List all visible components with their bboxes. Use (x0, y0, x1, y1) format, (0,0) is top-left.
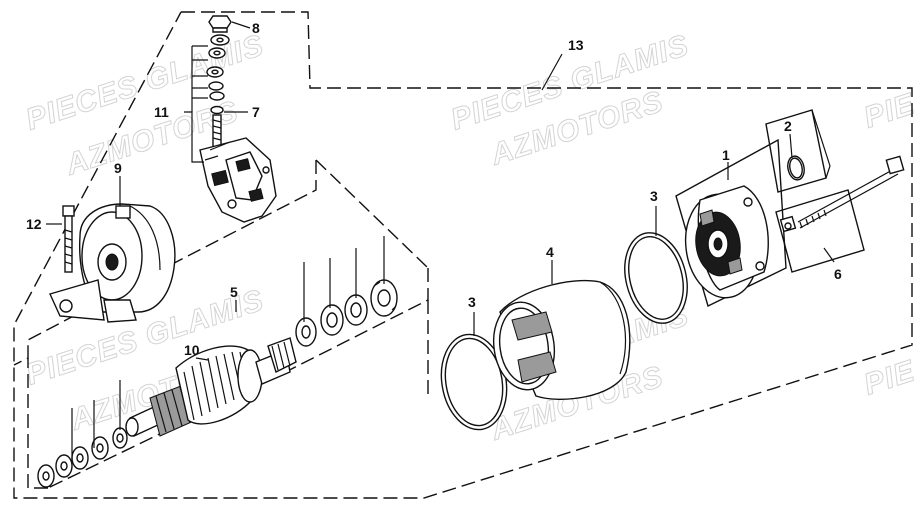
callout-labels: 1 2 3 3 4 5 6 7 8 9 10 11 12 13 (26, 20, 842, 358)
callout-4: 4 (546, 244, 554, 260)
callout-10: 10 (184, 342, 200, 358)
assembly-outline (13, 11, 913, 499)
front-cover-icon (49, 203, 176, 323)
washer-stack-icon (37, 427, 128, 488)
callout-13: 13 (568, 37, 584, 53)
callout-8: 8 (252, 20, 260, 36)
yoke-housing-icon (492, 279, 631, 400)
watermark-text: PIE (860, 87, 917, 134)
o-ring-small-icon (787, 155, 805, 181)
callout-6: 6 (834, 266, 842, 282)
o-ring-small-group-outline (765, 109, 831, 193)
callout-2: 2 (784, 118, 792, 134)
callout-11: 11 (154, 104, 169, 120)
bolt-icon (62, 205, 75, 273)
watermark-text: PIE (860, 354, 917, 401)
through-bolt-icon (775, 155, 905, 273)
callout-12: 12 (26, 216, 42, 232)
rear-cover-icon (684, 185, 769, 299)
callout-3-left: 3 (468, 294, 476, 310)
o-ring-icon (440, 333, 508, 431)
callout-9: 9 (114, 160, 122, 176)
brush-holder-icon (199, 15, 277, 223)
callout-3-right: 3 (650, 188, 658, 204)
callout-1: 1 (722, 147, 730, 163)
o-ring-icon (624, 232, 688, 324)
callout-7: 7 (252, 104, 260, 120)
callout-5: 5 (230, 284, 238, 300)
washer-stack-right-icon (295, 279, 398, 347)
leader-lines (46, 21, 835, 460)
armature-icon (125, 337, 297, 437)
